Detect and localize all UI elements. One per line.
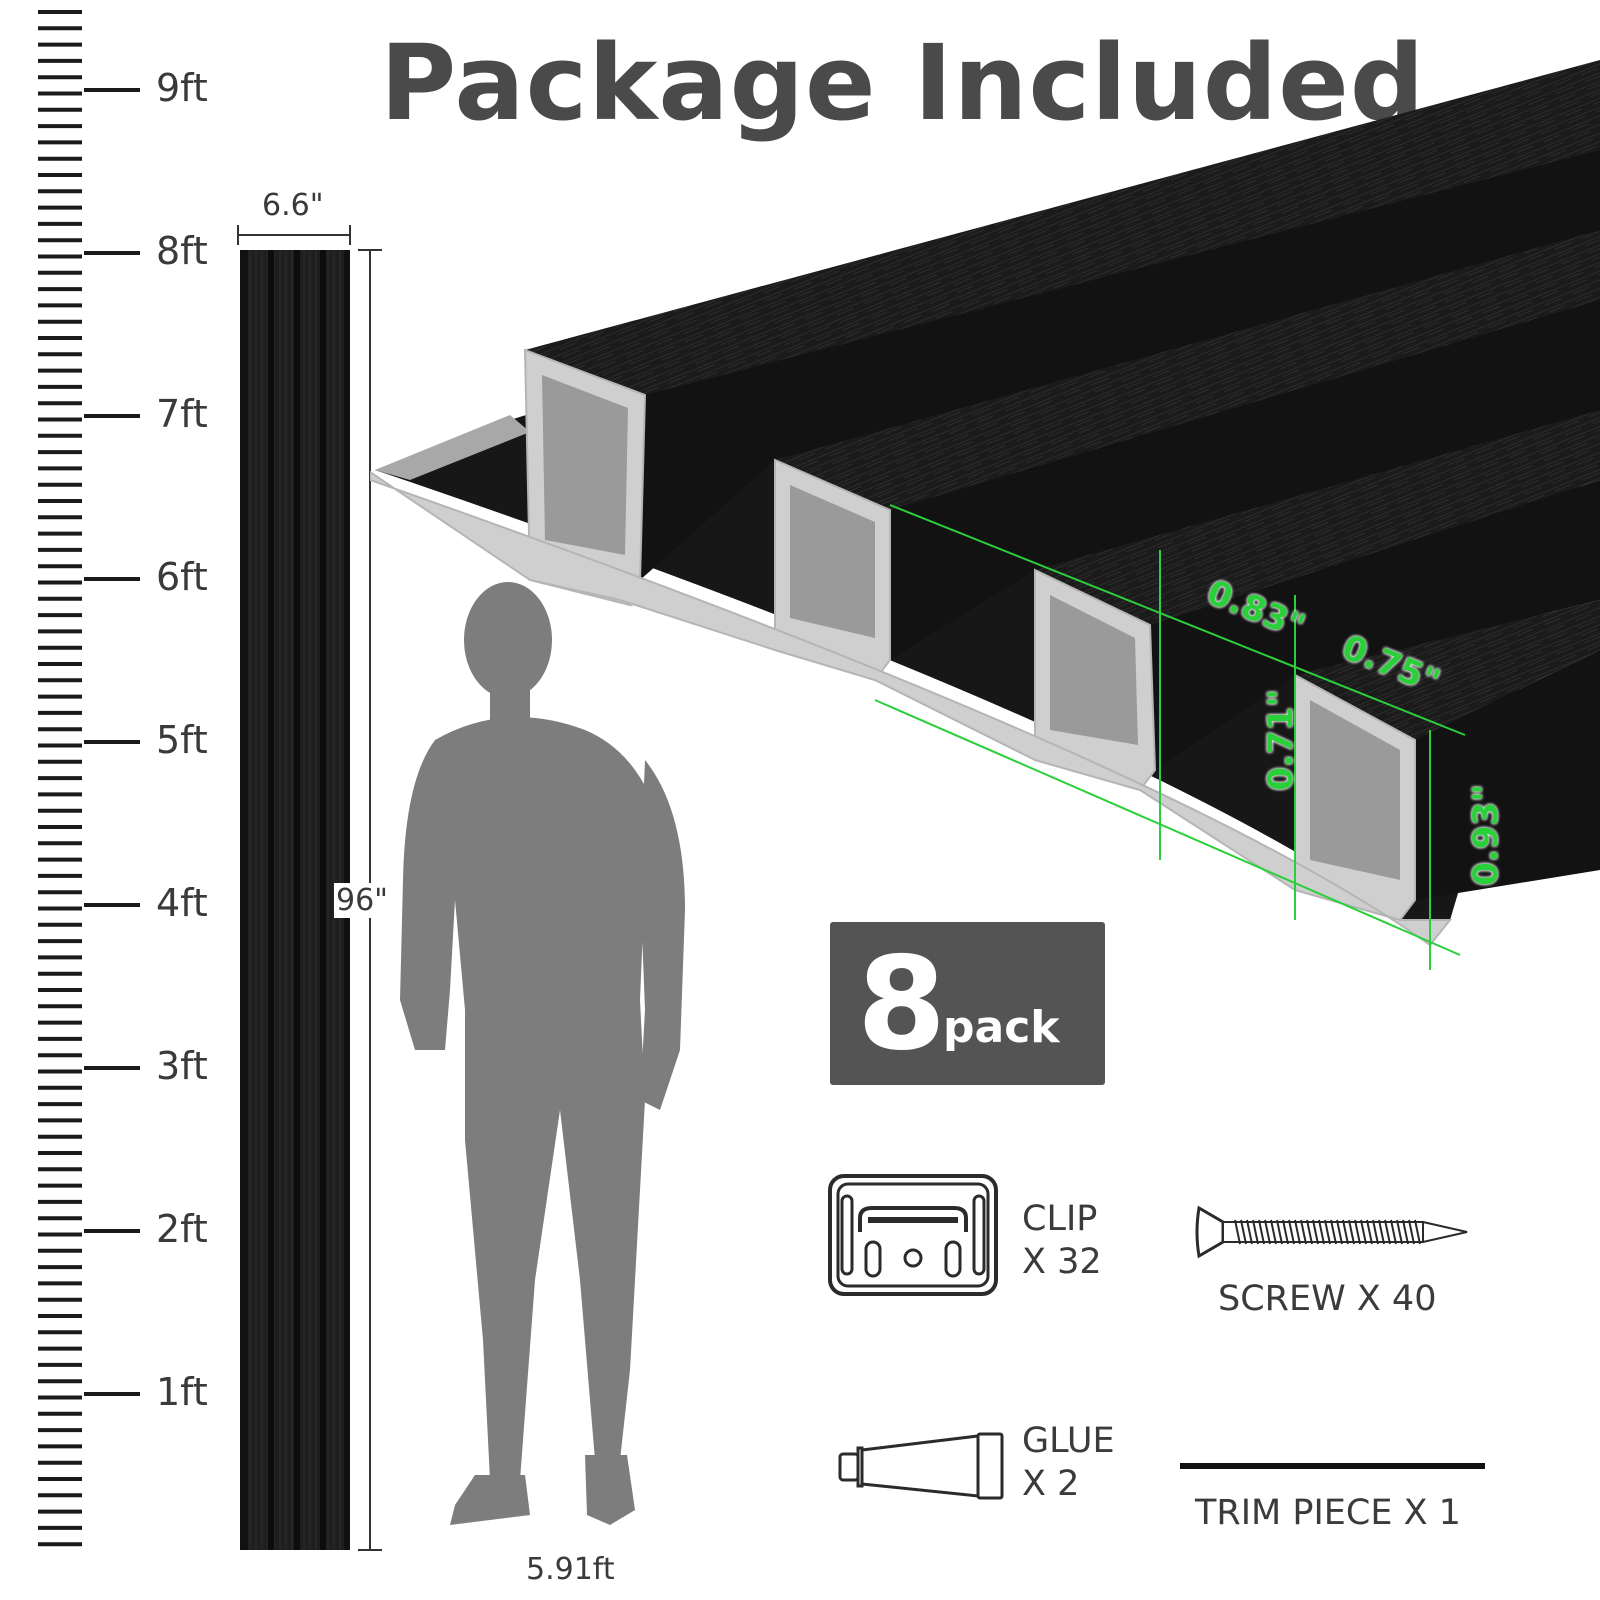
clip-label: CLIP X 32 bbox=[1022, 1198, 1102, 1284]
dimension-0-93: 0.93" bbox=[1465, 784, 1506, 886]
panel-width-label: 6.6" bbox=[262, 188, 324, 223]
ruler-label: 9ft bbox=[156, 66, 208, 110]
person-silhouette bbox=[400, 582, 685, 1525]
clip-name: CLIP bbox=[1022, 1199, 1098, 1239]
ruler-label: 3ft bbox=[156, 1044, 208, 1088]
clip-qty: X 32 bbox=[1022, 1242, 1102, 1282]
pack-badge bbox=[830, 922, 1105, 1085]
ruler-label: 6ft bbox=[156, 555, 208, 599]
ruler-label: 5ft bbox=[156, 718, 208, 762]
ruler-label: 1ft bbox=[156, 1370, 208, 1414]
person-height-label: 5.91ft bbox=[526, 1552, 615, 1587]
slat-panel-profile bbox=[370, 60, 1600, 970]
height-ruler bbox=[38, 10, 140, 1547]
glue-qty: X 2 bbox=[1022, 1464, 1080, 1504]
ruler-label: 7ft bbox=[156, 392, 208, 436]
glue-label: GLUE X 2 bbox=[1022, 1420, 1115, 1506]
glue-tube-icon bbox=[838, 1432, 1004, 1500]
panel-height-label: 96" bbox=[334, 883, 390, 918]
clip-icon bbox=[828, 1174, 998, 1296]
page-title: Package Included bbox=[380, 22, 1426, 144]
screw-icon bbox=[1195, 1205, 1468, 1259]
dimension-0-71: 0.71" bbox=[1260, 689, 1301, 791]
glue-name: GLUE bbox=[1022, 1421, 1115, 1461]
pack-word: pack bbox=[943, 1002, 1060, 1053]
trim-label: TRIM PIECE X 1 bbox=[1195, 1493, 1461, 1533]
trim-piece-icon bbox=[1180, 1463, 1485, 1469]
ruler-label: 8ft bbox=[156, 229, 208, 273]
ruler-label: 2ft bbox=[156, 1207, 208, 1251]
screw-label: SCREW X 40 bbox=[1218, 1279, 1437, 1319]
ruler-label: 4ft bbox=[156, 881, 208, 925]
pack-count: 8 bbox=[857, 930, 947, 1079]
